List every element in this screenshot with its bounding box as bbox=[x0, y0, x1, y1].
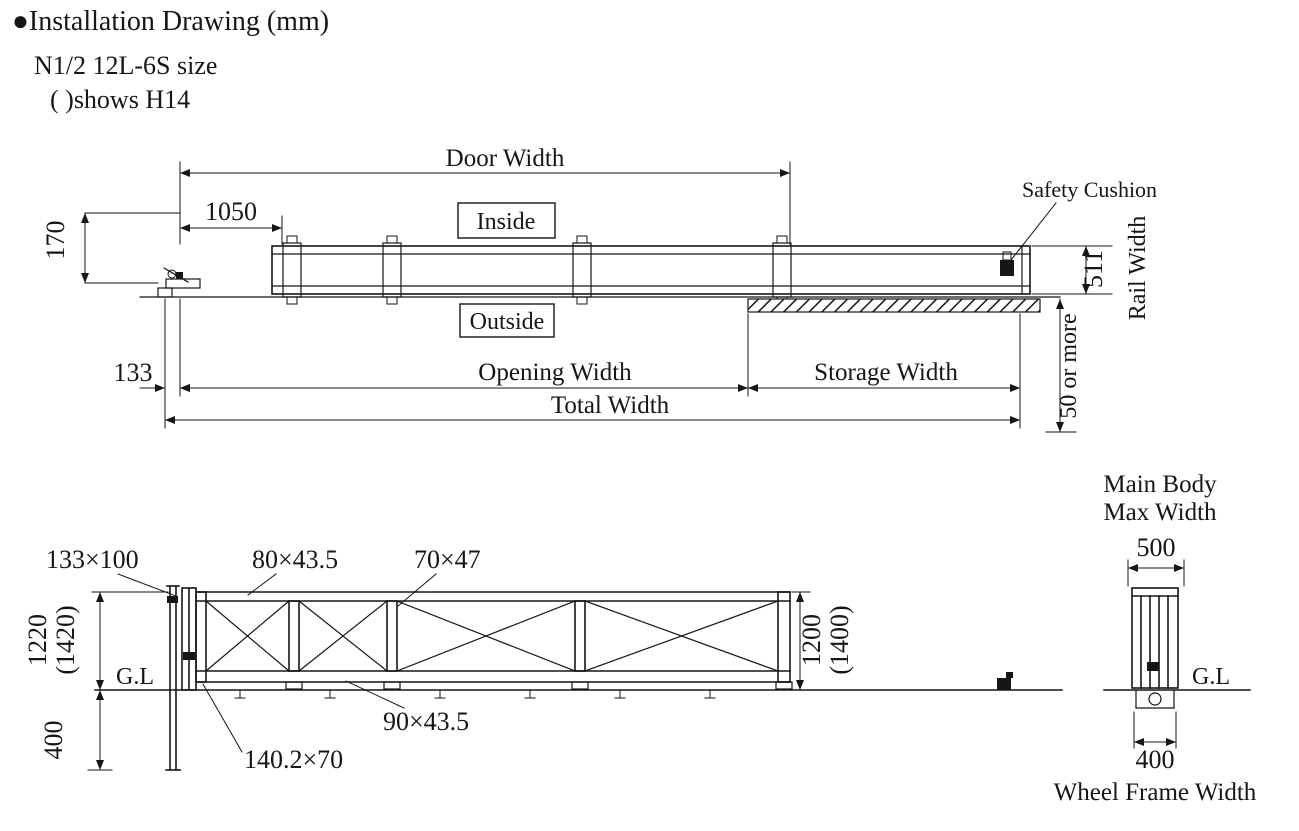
dim-170-value: 170 bbox=[41, 221, 70, 260]
hanging-post-elevation bbox=[165, 585, 197, 771]
dim-133-value: 133 bbox=[114, 358, 153, 387]
outside-label: Outside bbox=[470, 309, 545, 335]
main-body-label-line2: Max Width bbox=[1103, 499, 1217, 526]
safety-cushion-leader bbox=[1010, 202, 1057, 261]
dim-1050-value: 1050 bbox=[205, 197, 257, 226]
section-view: Main Body Max Width 500 G.L bbox=[1054, 471, 1257, 806]
dim-1220-value: 1220 bbox=[23, 614, 52, 666]
roller-detail bbox=[167, 596, 178, 603]
gl-label-left: G.L bbox=[116, 664, 154, 690]
dim-500-value: 500 bbox=[1137, 533, 1176, 562]
leader-80x43 bbox=[247, 573, 277, 596]
dim-400-depth-value: 400 bbox=[39, 721, 68, 760]
rail-anchors bbox=[234, 689, 716, 699]
inside-label-box bbox=[457, 202, 556, 239]
dim-50-or-more bbox=[1045, 298, 1077, 433]
dim-500 bbox=[1127, 559, 1185, 587]
gate-wheels bbox=[285, 681, 793, 690]
dim-140x70-label: 140.2×70 bbox=[244, 745, 343, 774]
wheel-frame-width-label: Wheel Frame Width bbox=[1054, 779, 1257, 806]
clearance-label: 50 or more bbox=[1056, 313, 1082, 418]
section-body bbox=[1131, 587, 1179, 689]
main-body-label-line1: Main Body bbox=[1103, 471, 1217, 498]
paren-note: ( )shows H14 bbox=[50, 85, 190, 114]
gl-label-right: G.L bbox=[1192, 664, 1230, 690]
dim-1400-value: (1400) bbox=[825, 605, 854, 674]
dim-1220 bbox=[91, 591, 169, 691]
rail-end-stopper bbox=[997, 672, 1013, 690]
page-title: ●Installation Drawing (mm) bbox=[12, 6, 329, 37]
dim-rail-width bbox=[1031, 245, 1113, 295]
dim-133x100-label: 133×100 bbox=[46, 545, 139, 574]
dim-400-width-value: 400 bbox=[1136, 745, 1175, 774]
size-designation: N1/2 12L-6S size bbox=[34, 51, 217, 80]
section-latch-detail bbox=[1147, 662, 1159, 671]
storage-base-hatch bbox=[747, 298, 1041, 313]
dim-70x47-label: 70×47 bbox=[414, 545, 481, 574]
gate-frame-elevation bbox=[195, 591, 791, 683]
safety-cushion-block bbox=[1000, 251, 1014, 276]
storage-width-label: Storage Width bbox=[814, 359, 958, 386]
dim-1420-value: (1420) bbox=[51, 605, 80, 674]
latch-detail bbox=[183, 652, 195, 660]
header: ●Installation Drawing (mm) N1/2 12L-6S s… bbox=[12, 6, 329, 114]
width-extension-lines bbox=[164, 298, 1021, 429]
gate-x-bracing bbox=[205, 600, 779, 672]
dim-400-width bbox=[1133, 711, 1177, 749]
gate-plan-body bbox=[271, 235, 1031, 305]
dim-1200 bbox=[791, 591, 811, 691]
opening-width-label: Opening Width bbox=[478, 359, 632, 386]
dim-1050 bbox=[179, 215, 283, 245]
dim-1200-value: 1200 bbox=[797, 614, 826, 666]
dim-400-depth bbox=[87, 689, 113, 771]
leader-70x47 bbox=[397, 573, 437, 607]
leader-133x100 bbox=[117, 573, 177, 597]
outside-label-box bbox=[459, 303, 555, 338]
total-width-label: Total Width bbox=[551, 392, 670, 419]
catch-post-plan bbox=[157, 267, 201, 298]
elevation-view: G.L 1220 (1420) 400 1200 (1400) 133×100 … bbox=[23, 545, 1063, 774]
leader-90x43 bbox=[345, 680, 405, 709]
safety-cushion-label: Safety Cushion bbox=[1022, 177, 1157, 202]
dim-511-value: 511 bbox=[1079, 250, 1108, 288]
rail-width-label: Rail Width bbox=[1125, 216, 1151, 321]
inside-label: Inside bbox=[477, 209, 536, 235]
dim-170 bbox=[81, 212, 181, 284]
rail-ground-plan bbox=[139, 296, 1061, 313]
door-width-label: Door Width bbox=[446, 145, 565, 172]
dim-80x43-label: 80×43.5 bbox=[252, 545, 338, 574]
dim-90x43-label: 90×43.5 bbox=[383, 707, 469, 736]
leader-140x70 bbox=[202, 683, 243, 753]
section-wheel-frame bbox=[1135, 689, 1175, 709]
plan-view: Door Width 1050 Inside Outside Safety Cu… bbox=[41, 145, 1157, 433]
